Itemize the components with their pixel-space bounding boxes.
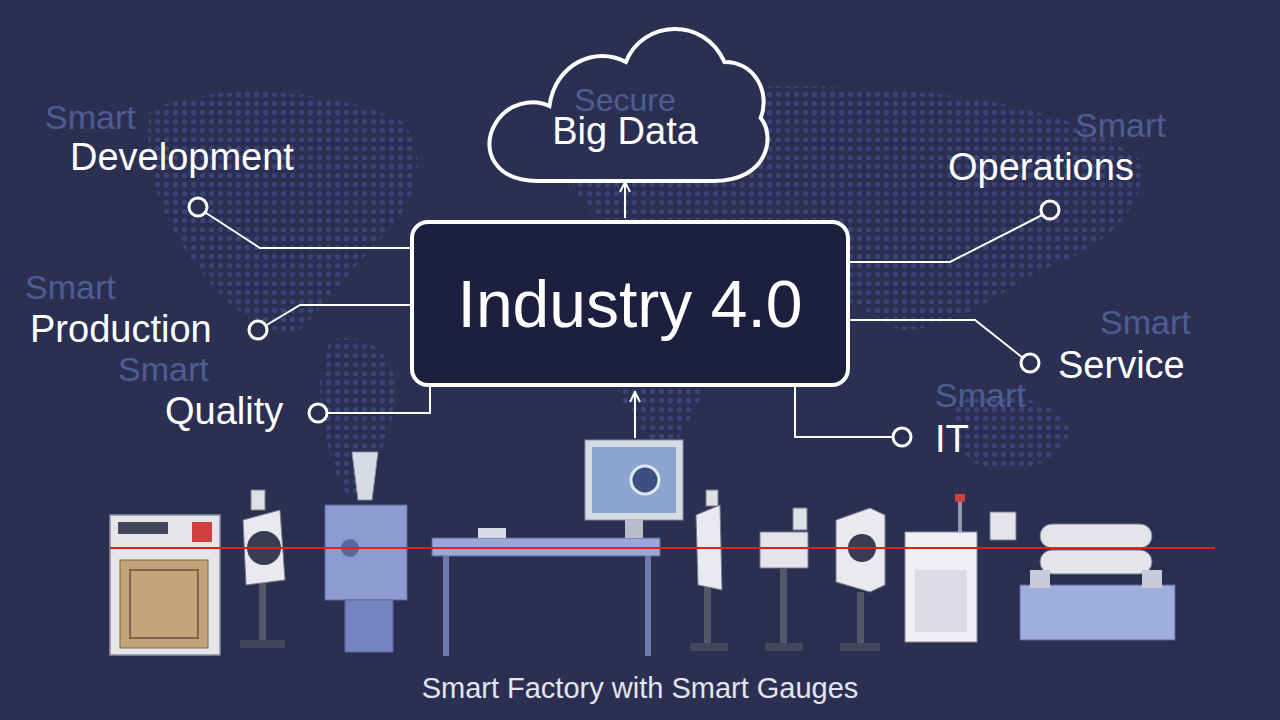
illustration-part: [120, 560, 208, 648]
illustration-part: [1021, 354, 1039, 372]
branch-label: Development: [70, 138, 294, 176]
watermark-text: Smart: [25, 270, 116, 304]
illustration-part: [585, 440, 683, 520]
illustration-part: [706, 490, 718, 506]
leader-lines: [203, 211, 1044, 437]
illustration-part: [836, 508, 885, 592]
illustration-part: [249, 321, 267, 339]
watermark-text: Smart: [1100, 305, 1191, 339]
illustration-part: [1041, 201, 1059, 219]
watermark-text: Smart: [118, 352, 209, 386]
watermark-text: Smart: [1075, 108, 1166, 142]
illustration-part: [265, 305, 410, 326]
illustration-part: [110, 547, 1215, 549]
branch-label: Service: [1058, 346, 1185, 384]
illustration-part: [631, 466, 659, 494]
illustration-part: [478, 528, 506, 538]
illustration-part: [110, 515, 220, 655]
illustration-part: [955, 494, 965, 502]
cloud-label: Big Data: [552, 112, 698, 150]
illustration-part: [760, 532, 808, 568]
illustration-part: [345, 600, 393, 652]
illustration-part: [443, 556, 449, 656]
illustration-part: [203, 211, 410, 248]
illustration-part: [793, 508, 807, 530]
illustration-part: [352, 452, 378, 500]
branch-label: Quality: [165, 392, 283, 430]
factory-line: [110, 392, 1215, 656]
arrow-connector: [624, 182, 626, 218]
illustration-part: [309, 404, 327, 422]
illustration-part: [840, 643, 880, 651]
illustration-part: [704, 580, 711, 648]
illustration-part: [915, 570, 967, 632]
illustration-part: [118, 522, 168, 534]
caption: Smart Factory with Smart Gauges: [0, 674, 1280, 703]
dotted-world-map: [148, 86, 1141, 500]
illustration-part: [130, 570, 198, 638]
illustration-part: [795, 387, 894, 437]
illustration-part: [326, 387, 430, 413]
illustration-part: [259, 575, 266, 645]
illustration-part: [192, 522, 212, 542]
illustration-part: [148, 92, 417, 332]
illustration-part: [1040, 550, 1152, 574]
illustration-part: [645, 556, 651, 656]
hub-title: Industry 4.0: [458, 271, 803, 337]
illustration-part: [1030, 570, 1050, 588]
illustration-part: [850, 214, 1044, 262]
illustration-part: [690, 643, 728, 651]
illustration-part: [780, 568, 787, 646]
illustration-part: [240, 640, 285, 648]
illustration-part: [625, 520, 643, 538]
watermark-text: Smart: [45, 100, 136, 134]
illustration-part: [325, 505, 407, 600]
illustration-part: [592, 447, 676, 513]
illustration-part: [857, 592, 864, 644]
cloud-node: SecureBig Data: [477, 8, 773, 184]
illustration-part: [189, 198, 207, 216]
illustration-part: [1040, 524, 1152, 548]
watermark-text: Smart: [935, 378, 1026, 412]
illustration-part: [320, 338, 396, 500]
branch-label: Production: [30, 310, 212, 348]
illustration-part: [990, 512, 1016, 540]
illustration-part: [893, 428, 911, 446]
cloud-shape: [490, 29, 768, 181]
branch-label: IT: [935, 420, 969, 458]
illustration-part: [1142, 570, 1162, 588]
illustration-part: [634, 392, 636, 438]
illustration-part: [1020, 585, 1175, 640]
illustration-part: [850, 320, 1023, 358]
branch-label: Operations: [948, 148, 1134, 186]
marker-circles: [189, 198, 1059, 446]
hub-box: Industry 4.0: [410, 220, 850, 387]
illustration-part: [958, 498, 962, 532]
illustration-part: [765, 643, 803, 651]
illustration-part: [251, 490, 265, 510]
